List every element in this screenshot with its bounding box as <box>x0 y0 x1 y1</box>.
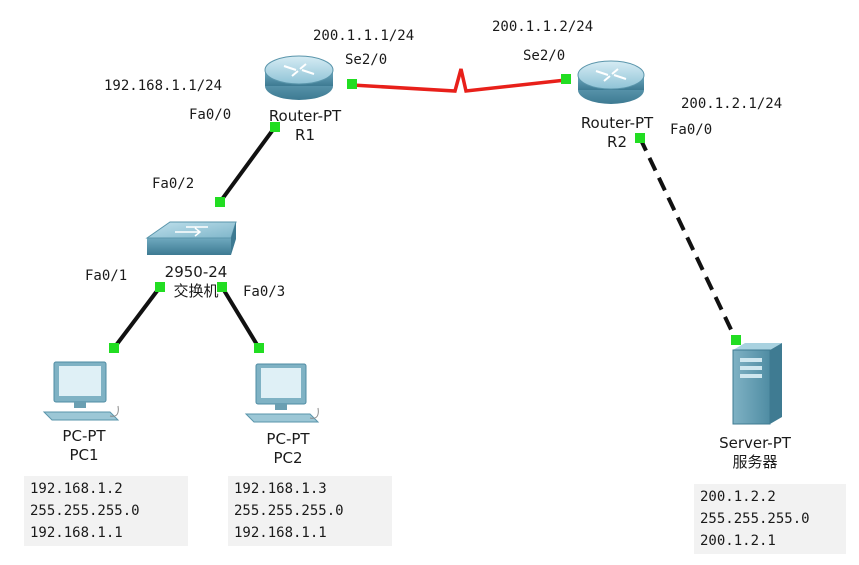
router-r1-icon[interactable] <box>264 55 334 100</box>
r1-name: R1 <box>295 126 315 144</box>
server-type: Server-PT <box>719 434 791 452</box>
ethernet-link-switch-pc1[interactable] <box>112 285 162 350</box>
r2-type: Router-PT <box>580 114 654 132</box>
port-dot-sw-pc1 <box>155 282 165 292</box>
switch-pc2-port-label: Fa0/3 <box>243 284 286 300</box>
ethernet-link-switch-pc2[interactable] <box>220 285 261 350</box>
r2-label: Router-PT R2 <box>567 114 667 152</box>
port-dot-pc2 <box>254 343 264 353</box>
server-ip: 200.1.2.2 <box>700 489 776 505</box>
switch-pc1-port-label: Fa0/1 <box>85 268 128 284</box>
pc1-gateway: 192.168.1.1 <box>30 525 123 541</box>
port-dot-r1-fa <box>270 122 280 132</box>
pc2-icon[interactable] <box>244 363 320 423</box>
pc2-ip: 192.168.1.3 <box>234 481 327 497</box>
server-gateway: 200.1.2.1 <box>700 533 776 549</box>
pc1-type: PC-PT <box>62 427 106 445</box>
server-config-box: 200.1.2.2 255.255.255.0 200.1.2.1 <box>694 484 846 554</box>
port-dot-pc1 <box>109 343 119 353</box>
pc2-config-box: 192.168.1.3 255.255.255.0 192.168.1.1 <box>228 476 392 546</box>
switch-label: 2950-24 交换机 <box>146 263 246 301</box>
port-dot-sw-pc2 <box>217 282 227 292</box>
pc2-mask: 255.255.255.0 <box>234 503 344 519</box>
pc2-name: PC2 <box>273 449 303 467</box>
port-dot-r2-se <box>561 74 571 84</box>
port-dot-r1-se <box>347 79 357 89</box>
pc1-mask: 255.255.255.0 <box>30 503 140 519</box>
port-dot-r2-fa <box>635 133 645 143</box>
switch-name: 交换机 <box>173 282 219 300</box>
server-name: 服务器 <box>732 453 778 471</box>
port-dot-sw-up <box>215 197 225 207</box>
server-icon[interactable] <box>732 343 782 425</box>
r2-fa-port-label: Fa0/0 <box>670 122 713 138</box>
r1-serial-port-label: Se2/0 <box>345 52 388 68</box>
server-label: Server-PT 服务器 <box>700 434 810 472</box>
router-r2-icon[interactable] <box>577 60 645 104</box>
r1-fa-port-label: Fa0/0 <box>189 107 232 123</box>
pc1-name: PC1 <box>69 446 99 464</box>
server-mask: 255.255.255.0 <box>700 511 810 527</box>
r1-serial-ip-label: 200.1.1.1/24 <box>313 28 415 44</box>
r2-serial-port-label: Se2/0 <box>523 48 566 64</box>
ethernet-link-r2-server[interactable] <box>638 137 738 341</box>
port-status-dots <box>109 74 741 353</box>
r2-serial-ip-label: 200.1.1.2/24 <box>492 19 594 35</box>
switch-model: 2950-24 <box>164 263 228 281</box>
serial-link-r1-r2[interactable] <box>351 68 567 93</box>
pc1-ip: 192.168.1.2 <box>30 481 123 497</box>
r1-fa-ip-label: 192.168.1.1/24 <box>104 78 223 94</box>
pc1-icon[interactable] <box>42 361 120 421</box>
pc2-type: PC-PT <box>266 430 310 448</box>
switch-uplink-port-label: Fa0/2 <box>152 176 195 192</box>
r2-fa-ip-label: 200.1.2.1/24 <box>681 96 783 112</box>
r1-type: Router-PT <box>268 107 342 125</box>
port-dot-server <box>731 335 741 345</box>
pc2-gateway: 192.168.1.1 <box>234 525 327 541</box>
r1-label: Router-PT R1 <box>255 107 355 145</box>
pc1-config-box: 192.168.1.2 255.255.255.0 192.168.1.1 <box>24 476 188 546</box>
switch-icon[interactable] <box>145 221 237 255</box>
ethernet-link-r1-switch[interactable] <box>218 125 277 204</box>
r2-name: R2 <box>607 133 627 151</box>
pc2-label: PC-PT PC2 <box>248 430 328 468</box>
pc1-label: PC-PT PC1 <box>44 427 124 465</box>
